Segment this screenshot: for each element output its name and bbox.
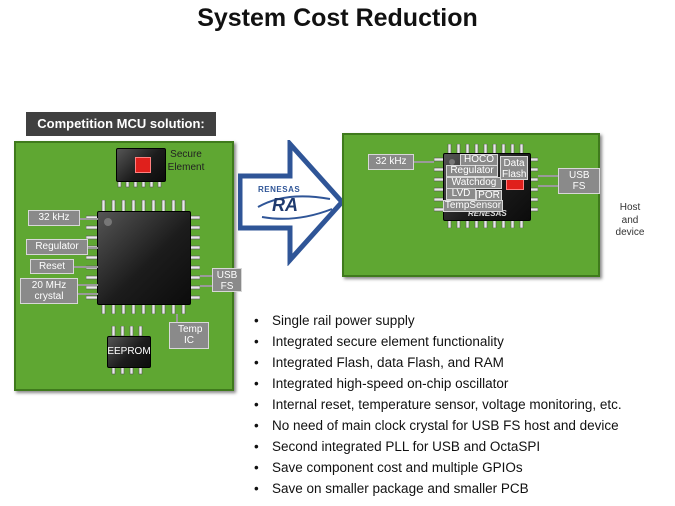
arrow-brand-label: RENESAS	[258, 185, 301, 194]
tag-reset: Reset	[30, 259, 74, 274]
list-item: Second integrated PLL for USB and OctaSP…	[252, 436, 622, 457]
pin1-dot-icon	[104, 218, 112, 226]
secure-element-label: Secure Element	[167, 149, 205, 173]
arrow-product-label: RA	[272, 195, 298, 215]
page-title: System Cost Reduction	[197, 4, 478, 32]
tag-regulator: Regulator	[26, 239, 88, 255]
tag-32khz: 32 kHz	[28, 210, 80, 226]
list-item: Integrated high-speed on-chip oscillator	[252, 373, 622, 394]
ra-regulator: Regulator	[446, 165, 498, 177]
list-item: Single rail power supply	[252, 310, 622, 331]
ra-data-flash: Data Flash	[500, 156, 528, 180]
ra-lvd: LVD	[446, 188, 476, 200]
eeprom-label: EEPROM	[107, 346, 151, 357]
list-item: Internal reset, temperature sensor, volt…	[252, 394, 622, 415]
renesas-logo-icon: RENESAS RA	[246, 185, 336, 221]
secure-element-chip	[116, 148, 166, 182]
tag-temp-ic: Temp IC	[169, 322, 209, 349]
ra-chip-brand: RENESAS	[468, 209, 507, 218]
list-item: Integrated Flash, data Flash, and RAM	[252, 352, 622, 373]
secure-core-icon	[135, 157, 151, 173]
list-item: Save component cost and multiple GPIOs	[252, 457, 622, 478]
list-item: Integrated secure element functionality	[252, 331, 622, 352]
ra-tag-usb-fs: USB FS	[558, 168, 600, 194]
host-device-label: Host and device	[615, 202, 645, 238]
list-item: Save on smaller package and smaller PCB	[252, 478, 622, 499]
tag-usb-fs: USB FS	[212, 268, 242, 292]
benefits-list: Single rail power supply Integrated secu…	[252, 310, 622, 499]
ra-pin1-dot-icon	[449, 159, 455, 165]
migration-arrow	[238, 140, 346, 266]
ra-tag-32khz: 32 kHz	[368, 154, 414, 170]
competition-label: Competition MCU solution:	[26, 112, 216, 136]
eeprom-chip: EEPROM	[107, 336, 151, 368]
competition-mcu-chip	[97, 211, 191, 305]
ra-tempsensor: TempSensor	[443, 200, 503, 212]
tag-20mhz-crystal: 20 MHz crystal	[20, 278, 78, 304]
list-item: No need of main clock crystal for USB FS…	[252, 415, 622, 436]
